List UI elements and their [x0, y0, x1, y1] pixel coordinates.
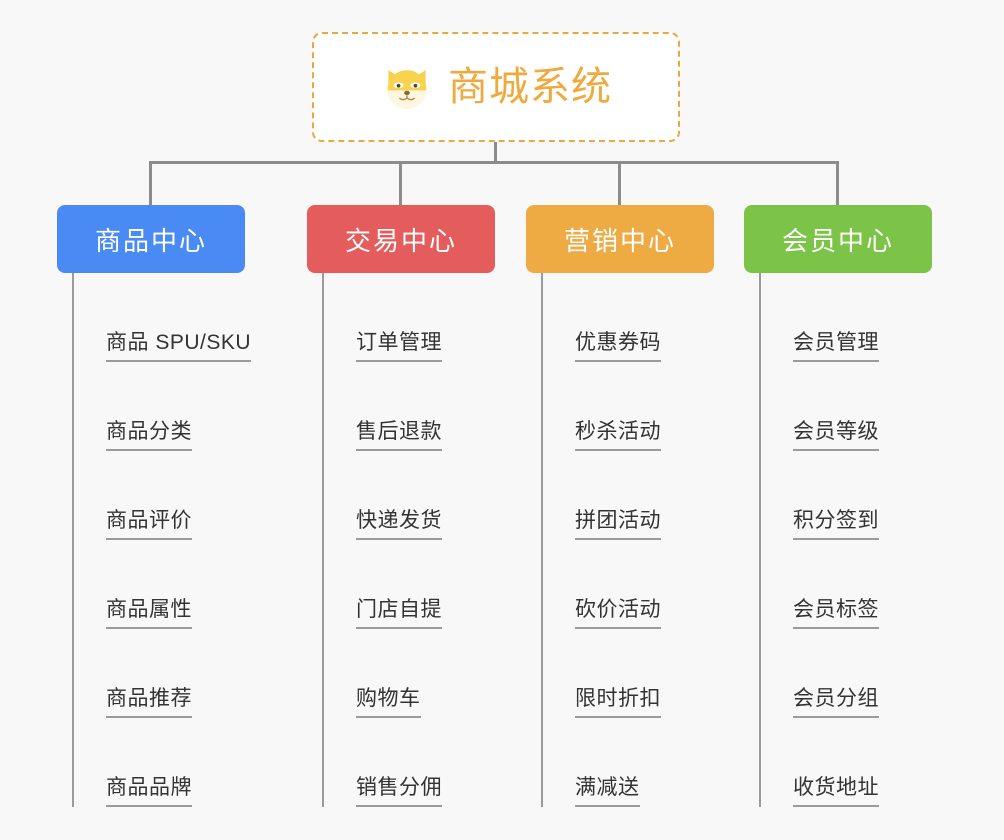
connector-root-stem	[494, 142, 497, 163]
branch-column-member-center: 会员中心 会员管理 会员等级 积分签到 会员标签 会员分组 收货地址	[744, 205, 932, 807]
category-label: 会员中心	[781, 225, 894, 256]
root-node-mall-system[interactable]: 商城系统	[312, 32, 680, 142]
leaf-label: 快递发货	[356, 509, 442, 540]
leaf-label: 商品 SPU/SKU	[106, 331, 252, 362]
category-label: 营销中心	[563, 225, 676, 256]
leaf-list-product-center: 商品 SPU/SKU 商品分类 商品评价 商品属性 商品推荐 商品品牌	[72, 273, 252, 807]
leaf-label: 门店自提	[356, 598, 442, 629]
shiba-dog-face-icon	[387, 70, 427, 109]
leaf-item[interactable]: 商品分类	[74, 362, 245, 451]
leaf-label: 满减送	[575, 776, 640, 807]
leaf-label: 商品属性	[106, 598, 192, 629]
leaf-label: 销售分佣	[356, 776, 442, 807]
leaf-list-trade-center: 订单管理 售后退款 快递发货 门店自提 购物车 销售分佣	[322, 273, 495, 807]
leaf-item[interactable]: 会员标签	[761, 540, 932, 629]
leaf-item[interactable]: 会员管理	[761, 273, 932, 362]
leaf-label: 砍价活动	[575, 598, 661, 629]
leaf-item[interactable]: 门店自提	[324, 540, 495, 629]
root-title: 商城系统	[448, 65, 612, 109]
leaf-item[interactable]: 优惠券码	[543, 273, 714, 362]
leaf-label: 拼团活动	[575, 509, 661, 540]
leaf-item[interactable]: 收货地址	[761, 718, 932, 807]
leaf-item[interactable]: 订单管理	[324, 273, 495, 362]
leaf-label: 商品品牌	[106, 776, 192, 807]
leaf-item[interactable]: 会员等级	[761, 362, 932, 451]
leaf-label: 会员管理	[793, 331, 879, 362]
branch-column-marketing-center: 营销中心 优惠券码 秒杀活动 拼团活动 砍价活动 限时折扣 满减送	[526, 205, 714, 807]
leaf-label: 优惠券码	[575, 331, 661, 362]
leaf-item[interactable]: 快递发货	[324, 451, 495, 540]
leaf-item[interactable]: 满减送	[543, 718, 714, 807]
leaf-list-member-center: 会员管理 会员等级 积分签到 会员标签 会员分组 收货地址	[759, 273, 932, 807]
connector-horizontal-bus	[149, 161, 839, 164]
leaf-item[interactable]: 砍价活动	[543, 540, 714, 629]
leaf-label: 积分签到	[793, 509, 879, 540]
leaf-item[interactable]: 商品推荐	[74, 629, 245, 718]
connector-drop-marketing-center	[618, 161, 621, 207]
category-header-marketing-center[interactable]: 营销中心	[526, 205, 714, 273]
leaf-label: 商品推荐	[106, 687, 192, 718]
connector-drop-trade-center	[399, 161, 402, 207]
leaf-item[interactable]: 限时折扣	[543, 629, 714, 718]
leaf-label: 商品分类	[106, 420, 192, 451]
leaf-item[interactable]: 秒杀活动	[543, 362, 714, 451]
leaf-label: 商品评价	[106, 509, 192, 540]
leaf-item[interactable]: 会员分组	[761, 629, 932, 718]
leaf-list-marketing-center: 优惠券码 秒杀活动 拼团活动 砍价活动 限时折扣 满减送	[541, 273, 714, 807]
leaf-label: 收货地址	[793, 776, 879, 807]
leaf-label: 限时折扣	[575, 687, 661, 718]
category-header-product-center[interactable]: 商品中心	[57, 205, 245, 273]
leaf-item[interactable]: 积分签到	[761, 451, 932, 540]
leaf-item[interactable]: 商品品牌	[74, 718, 245, 807]
leaf-label: 会员分组	[793, 687, 879, 718]
leaf-label: 会员标签	[793, 598, 879, 629]
leaf-item[interactable]: 商品属性	[74, 540, 245, 629]
leaf-item[interactable]: 购物车	[324, 629, 495, 718]
category-header-trade-center[interactable]: 交易中心	[307, 205, 495, 273]
category-label: 交易中心	[344, 225, 457, 256]
leaf-label: 会员等级	[793, 420, 879, 451]
connector-drop-member-center	[836, 161, 839, 207]
leaf-item[interactable]: 商品 SPU/SKU	[74, 273, 252, 362]
leaf-item[interactable]: 销售分佣	[324, 718, 495, 807]
connector-drop-product-center	[149, 161, 152, 207]
leaf-item[interactable]: 商品评价	[74, 451, 245, 540]
leaf-item[interactable]: 拼团活动	[543, 451, 714, 540]
branch-column-product-center: 商品中心 商品 SPU/SKU 商品分类 商品评价 商品属性 商品推荐 商品品牌	[57, 205, 252, 807]
category-label: 商品中心	[94, 225, 207, 256]
branch-column-trade-center: 交易中心 订单管理 售后退款 快递发货 门店自提 购物车 销售分佣	[307, 205, 495, 807]
leaf-label: 购物车	[356, 687, 421, 718]
leaf-label: 订单管理	[356, 331, 442, 362]
leaf-label: 售后退款	[356, 420, 442, 451]
category-header-member-center[interactable]: 会员中心	[744, 205, 932, 273]
leaf-item[interactable]: 售后退款	[324, 362, 495, 451]
leaf-label: 秒杀活动	[575, 420, 661, 451]
